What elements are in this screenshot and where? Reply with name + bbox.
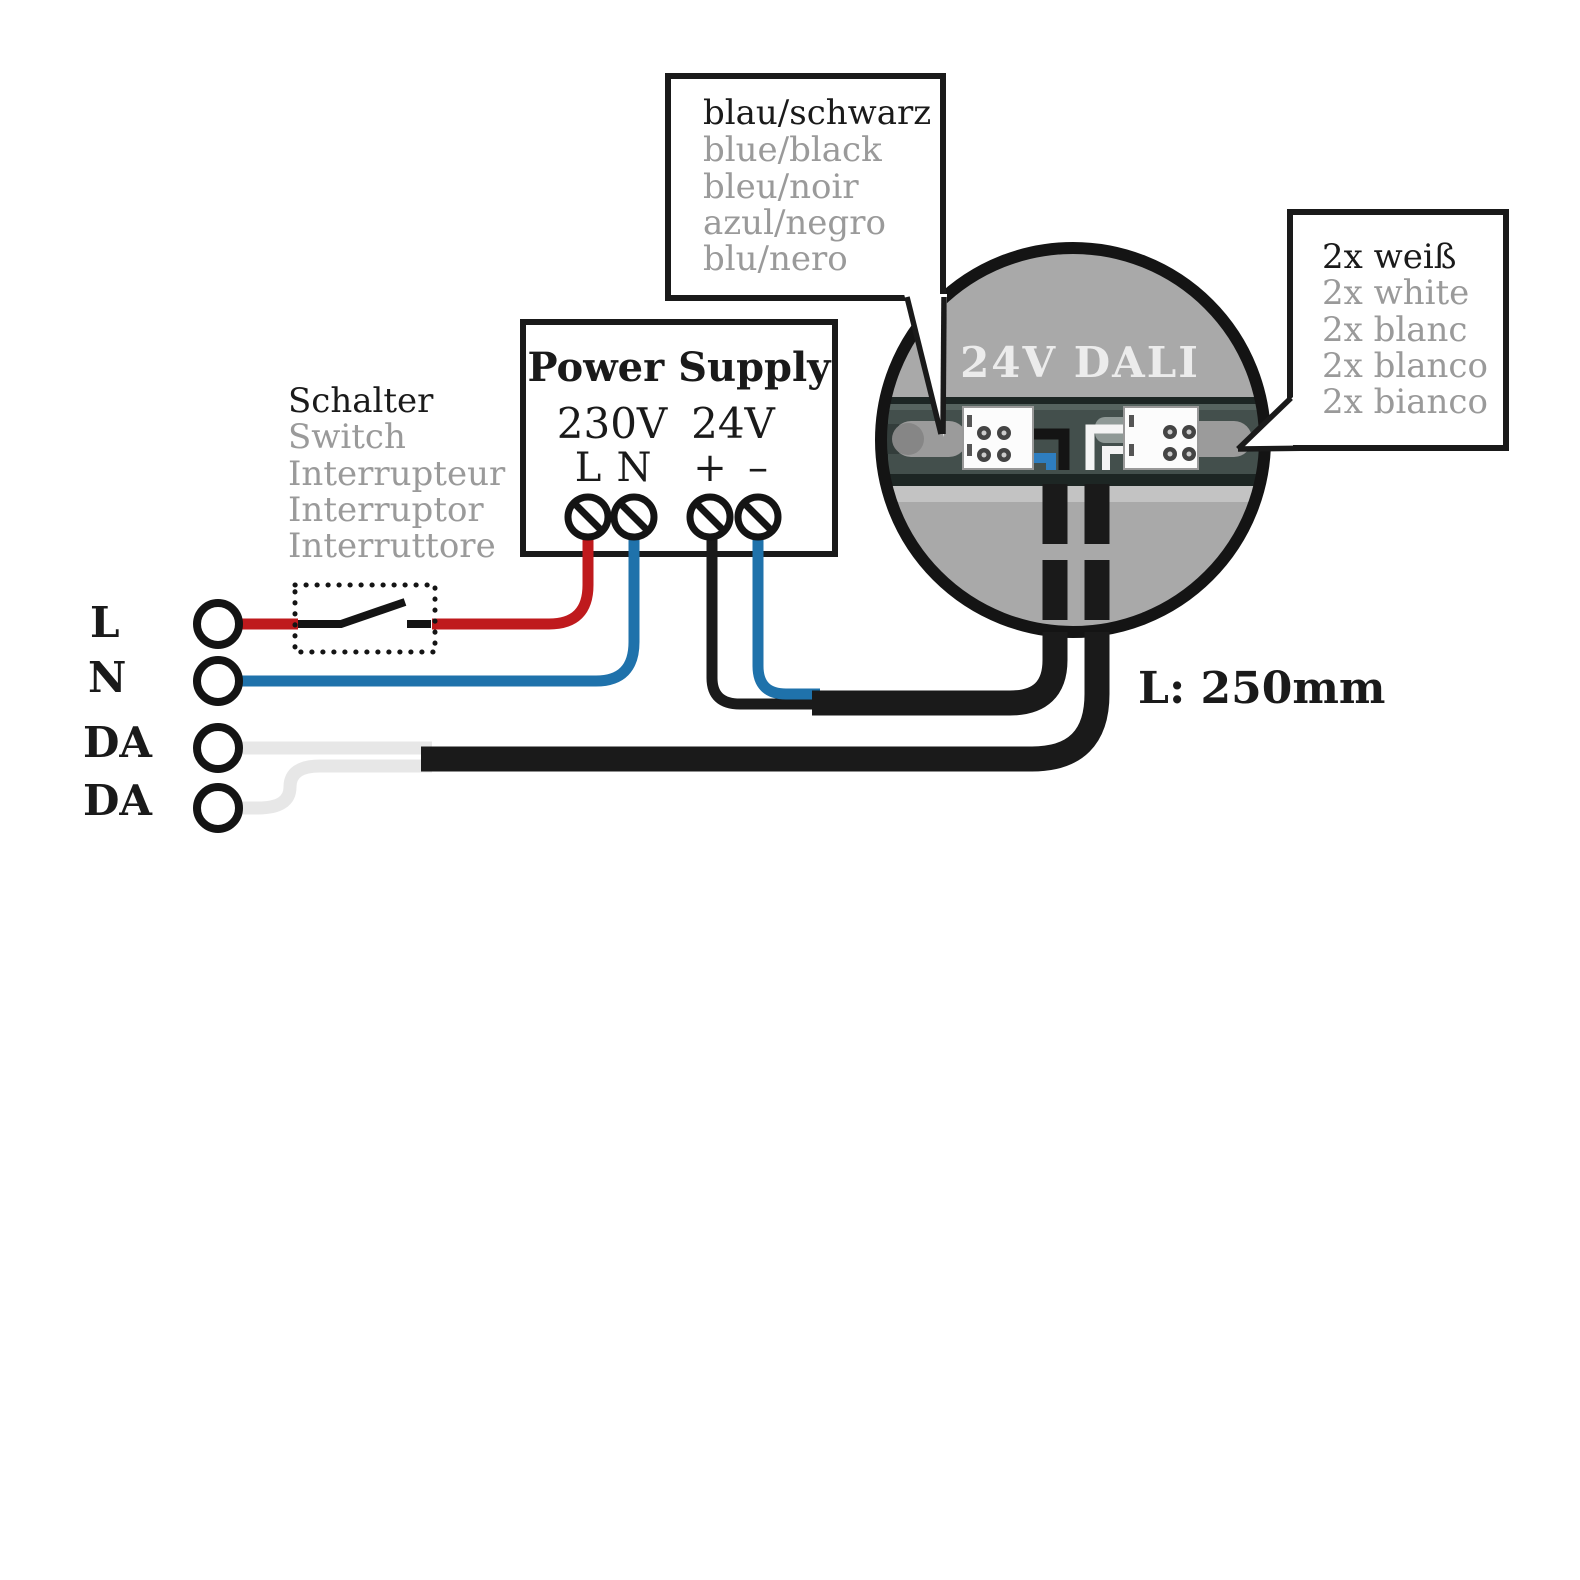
dc-plus-wire	[706, 538, 820, 710]
screw-terminals	[564, 493, 782, 541]
callout-top-line-fr: bleu/noir	[703, 167, 859, 207]
rail-white-jumper-1	[1085, 424, 1133, 470]
callout-top-line-es: azul/negro	[703, 203, 886, 243]
connector-slot	[1129, 415, 1134, 427]
callout-top-tail-edge	[940, 296, 947, 435]
callout-right-tail-edge	[1236, 396, 1293, 451]
terminal-label-da2: DA	[83, 776, 153, 825]
power-cable	[812, 632, 1068, 716]
rail-black-jumper	[1033, 428, 1070, 470]
terminal-label-n: N	[88, 653, 126, 702]
callout-top-tail-edge	[904, 296, 944, 435]
ps-terminal-plus: +	[693, 445, 727, 491]
input-terminal-labels: L N DA DA	[83, 598, 153, 825]
rail-top-edge	[881, 404, 1265, 411]
callout-right-tail-edge	[1237, 445, 1323, 452]
output-voltage-label: 24V	[691, 399, 775, 448]
ps-terminal-l: L	[575, 445, 602, 491]
terminal-circle-n	[193, 656, 243, 706]
input-terminal-circles	[193, 599, 243, 833]
terminal-label-da1: DA	[83, 718, 153, 767]
switch-label-es: Interruptor	[288, 490, 484, 530]
callout-top-line-de: blau/schwarz	[703, 93, 931, 133]
callout-right-line-de: 2x weiß	[1322, 237, 1456, 277]
terminal-label-l: L	[90, 598, 120, 647]
connector-left	[962, 406, 1034, 470]
cable-length-label: L: 250mm	[1138, 663, 1385, 714]
device-cables	[1042, 484, 1110, 620]
connector-right	[1123, 406, 1199, 470]
screw-230v-l	[564, 493, 612, 541]
screw-24v-plus	[686, 493, 734, 541]
callout-right-line-fr: 2x blanc	[1322, 310, 1467, 350]
device-label: 24V DALI	[960, 338, 1200, 387]
callout-right-line-en: 2x white	[1322, 273, 1469, 313]
callout-top: blau/schwarz blue/black bleu/noir azul/n…	[665, 73, 947, 437]
connector-slot	[1129, 444, 1134, 456]
callout-top-box	[665, 73, 946, 301]
terminal-circle-l	[193, 599, 243, 649]
terminal-circle-da1	[193, 723, 243, 773]
switch-lever	[298, 598, 407, 628]
connector-slot	[967, 444, 972, 456]
switch-label-fr: Interrupteur	[288, 454, 506, 494]
dali-wire-2	[240, 759, 432, 815]
power-supply-title: Power Supply	[528, 344, 833, 391]
dali-cable	[421, 632, 1110, 772]
switch-label-it: Interruttore	[288, 526, 496, 566]
wires	[240, 538, 820, 815]
callout-right: 2x weiß 2x white 2x blanc 2x blanco 2x b…	[1236, 209, 1509, 452]
rail-stub-left-cap	[892, 423, 924, 455]
switch-symbol	[292, 582, 438, 655]
connector-slot	[967, 415, 972, 427]
rail-lower-band	[881, 486, 1265, 502]
input-voltage-label: 230V	[557, 399, 668, 448]
callout-right-line-es: 2x blanco	[1322, 346, 1488, 386]
switch-label-block: Schalter Switch Interrupteur Interruptor…	[288, 381, 506, 566]
neutral-wire	[240, 538, 640, 687]
screw-230v-n	[610, 493, 658, 541]
switch-label-de: Schalter	[288, 381, 434, 421]
screw-24v-minus	[734, 493, 782, 541]
callout-right-box	[1287, 209, 1509, 451]
switch-dotted-box	[292, 582, 438, 655]
ps-terminal-minus: –	[748, 445, 768, 491]
terminal-circle-da2	[193, 783, 243, 833]
supply-cables	[421, 632, 1110, 772]
callout-right-line-it: 2x bianco	[1322, 382, 1488, 422]
rail-blue-jumper	[1030, 453, 1056, 470]
screw-slot	[570, 499, 606, 535]
callout-top-line-en: blue/black	[703, 130, 882, 170]
switch-label-en: Switch	[288, 417, 406, 457]
screw-slot	[692, 499, 728, 535]
ps-terminal-n: N	[617, 445, 652, 491]
callout-top-line-it: blu/nero	[703, 239, 848, 279]
dc-minus-wire	[752, 538, 820, 700]
screw-slot	[740, 499, 776, 535]
live-wire-segment-2	[432, 538, 594, 630]
screw-slot	[616, 499, 652, 535]
